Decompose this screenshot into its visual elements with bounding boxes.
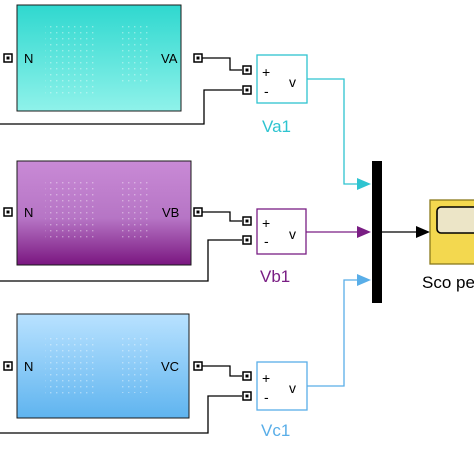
circuit-glyph [45, 25, 95, 95]
circuit-glyph [122, 182, 152, 240]
subsystem-a-block[interactable]: N VA [16, 4, 182, 112]
subsystem-a-in-label: N [24, 51, 33, 66]
wire-b-minus [0, 239, 242, 282]
signal-arrowheads [357, 178, 371, 286]
voltmeter-minus-label: - [264, 233, 269, 249]
arrowhead-a [357, 178, 371, 190]
wire-a-minus [0, 89, 242, 125]
arrowhead-b [357, 226, 371, 238]
signal-line-c [307, 279, 360, 387]
voltmeter-name-label: Va1 [262, 117, 291, 136]
voltmeter-plus-label: + [262, 215, 270, 231]
subsystem-a-out-port[interactable] [193, 53, 203, 63]
circuit-glyph [122, 25, 152, 85]
voltmeter-vc1[interactable]: + - v Vc1 [256, 361, 308, 440]
subsystem-b-out-port[interactable] [193, 207, 203, 217]
mux-block[interactable] [372, 161, 382, 303]
wire-va-plus [202, 57, 242, 71]
subsystem-a-out-label: VA [161, 51, 178, 66]
connection-wires [0, 57, 242, 434]
voltmeter-minus-label: - [264, 83, 269, 99]
subsystem-c-in-label: N [24, 359, 33, 374]
subsystem-c-in-port[interactable] [3, 361, 13, 371]
arrowhead-c [357, 274, 371, 286]
signal-lines [306, 78, 360, 387]
voltmeter-name-label: Vc1 [261, 421, 290, 440]
scope-block[interactable] [429, 199, 474, 265]
voltmeter-out-label: v [289, 226, 296, 242]
circuit-glyph [45, 182, 95, 242]
voltmeter-plus-label: + [262, 64, 270, 80]
voltmeter-plus-label: + [262, 370, 270, 386]
circuit-glyph [122, 335, 152, 393]
subsystem-b-out-label: VB [162, 205, 179, 220]
wire-vc-plus [202, 365, 242, 377]
voltmeter-minus-label: - [264, 389, 269, 405]
subsystem-b-in-port[interactable] [3, 207, 13, 217]
scope-label: Sco pe [422, 273, 474, 292]
wire-c-minus [0, 395, 242, 434]
voltmeter-va1[interactable]: + - v Va1 [256, 54, 308, 136]
subsystem-c-block[interactable]: N VC [16, 313, 190, 419]
subsystem-c-out-port[interactable] [193, 361, 203, 371]
signal-line-a [307, 78, 360, 185]
wire-vb-plus [202, 211, 242, 222]
voltmeter-vb1[interactable]: + - v Vb1 [256, 208, 307, 286]
circuit-glyph [45, 335, 95, 397]
subsystem-b-in-label: N [24, 205, 33, 220]
arrowhead-scope [416, 226, 430, 238]
scope-screen [436, 206, 474, 234]
subsystem-a-in-port[interactable] [3, 53, 13, 63]
voltmeter-out-label: v [289, 74, 296, 90]
subsystem-c-out-label: VC [161, 359, 179, 374]
voltmeter-name-label: Vb1 [260, 267, 290, 286]
voltmeter-out-label: v [289, 380, 296, 396]
voltmeter-ports[interactable] [242, 65, 252, 401]
subsystem-b-block[interactable]: N VB [16, 160, 192, 266]
